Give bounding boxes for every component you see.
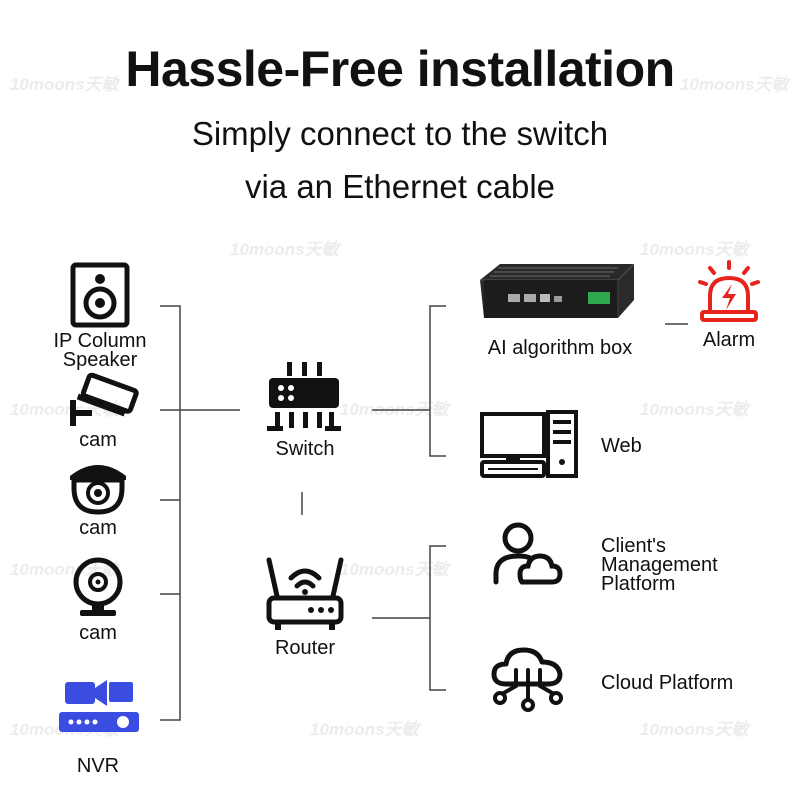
right-lower-bracket (429, 545, 446, 691)
webcam-icon (73, 557, 123, 616)
watermark: 10moons天敏 (10, 560, 119, 579)
alarm-icon (698, 260, 760, 322)
nvr-label: NVR (76, 755, 120, 777)
watermark: 10moons天敏 (640, 240, 749, 259)
client-platform-label-line-2: Management (601, 554, 718, 576)
page-title: Hassle-Free installation (125, 41, 675, 97)
bullet-camera-icon (70, 372, 139, 426)
desktop-computer-icon (480, 410, 578, 478)
router-label: Router (274, 637, 336, 659)
cloud-platform-label: Cloud Platform (601, 672, 734, 694)
right-upper-bracket (429, 305, 446, 457)
watermark: 10moons天敏 (640, 400, 749, 419)
switch-icon (267, 362, 341, 431)
watermark: 10moons天敏 (680, 75, 789, 94)
speaker-label-line-1: IP Column (53, 330, 147, 352)
ai-box-icon (480, 263, 635, 318)
nvr-icon (59, 680, 139, 732)
speaker-label-line-2: Speaker (62, 349, 138, 371)
watermark: 10moons天敏 (340, 560, 449, 579)
ai-box-label: AI algorithm box (487, 337, 633, 359)
speaker-label: IP Column Speaker (40, 330, 160, 371)
alarm-label: Alarm (702, 329, 756, 351)
web-label: Web (601, 435, 642, 457)
watermark: 10moons天敏 (10, 75, 119, 94)
watermark: 10moons天敏 (310, 720, 419, 739)
dome-camera-icon (70, 465, 126, 515)
switch-label: Switch (275, 438, 335, 460)
speaker-icon (70, 262, 130, 328)
watermark: 10moons天敏 (230, 240, 339, 259)
subtitle-line-2: via an Ethernet cable (244, 168, 556, 205)
cam1-label: cam (79, 429, 117, 451)
client-platform-label: Client's Management Platform (601, 535, 718, 595)
cam2-label: cam (79, 517, 117, 539)
subtitle-line-1: Simply connect to the switch (191, 115, 609, 152)
user-cloud-icon (493, 522, 563, 585)
client-platform-label-line-3: Platform (601, 573, 676, 595)
cloud-network-icon (491, 647, 563, 712)
router-icon (266, 557, 344, 630)
watermark: 10moons天敏 (640, 720, 749, 739)
left-bracket-line (160, 305, 181, 721)
client-platform-label-line-1: Client's (601, 535, 666, 557)
cam3-label: cam (79, 622, 117, 644)
